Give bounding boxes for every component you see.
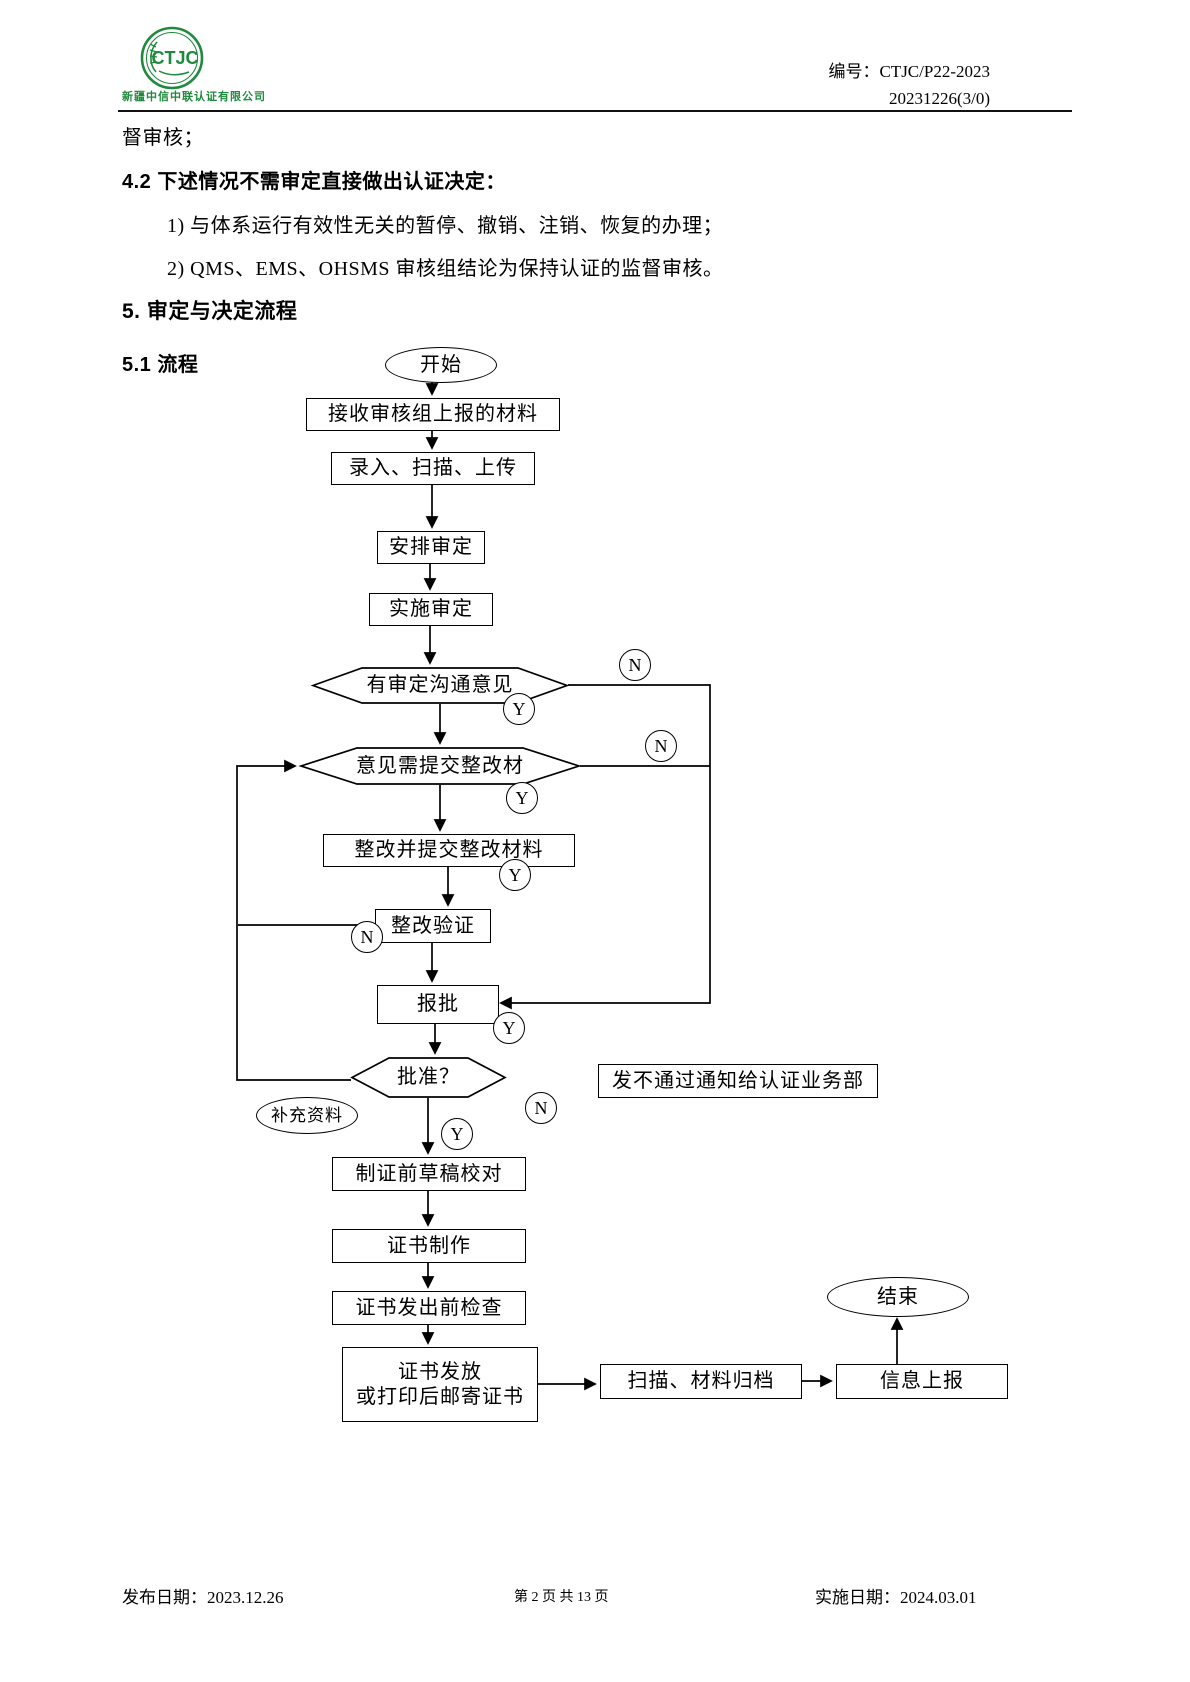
flow-node-end: 结束 [827,1277,969,1317]
hexagon-shape [298,747,582,785]
flow-node-submit-approval-label: 报批 [417,993,459,1015]
paragraph-continuation: 督审核； [122,127,204,149]
flow-node-arrange-review-label: 安排审定 [389,536,473,558]
flow-node-rectify-submit: 整改并提交整改材料 [323,834,575,867]
branch-yes-need-material: Y [506,782,538,814]
flow-node-supplement-material: 补充资料 [256,1097,358,1134]
branch-yes-verify: Y [493,1012,525,1044]
footer-page-number: 第 2 页 共 13 页 [514,1590,609,1605]
company-logo: CTJC [126,26,218,90]
doc-code-block: 编号：CTJC/P22-2023 20231226(3/0) [828,58,990,112]
flow-node-receive-materials-label: 接收审核组上报的材料 [328,403,538,425]
flow-node-certificate-check-label: 证书发出前检查 [355,1296,503,1319]
company-name: 新疆中信中联认证有限公司 [122,91,266,103]
flow-node-info-report-label: 信息上报 [880,1370,964,1392]
flow-node-draft-proofread-label: 制证前草稿校对 [355,1162,503,1185]
branch-no-approved: N [525,1092,557,1124]
flow-node-entry-scan-upload: 录入、扫描、上传 [331,452,535,485]
header-divider [118,110,1072,112]
flow-decision-approved: 批准？ [350,1057,507,1098]
flow-node-verify-rectification-label: 整改验证 [391,914,475,937]
section-5-1-heading: 5.1 流程 [122,354,199,376]
branch-yes-rectify: Y [499,859,531,891]
flow-node-info-report: 信息上报 [836,1364,1008,1399]
logo-emblem-icon: CTJC [140,26,204,90]
flow-node-certificate-make: 证书制作 [332,1229,526,1263]
flow-node-start: 开始 [385,347,497,383]
flow-node-receive-materials: 接收审核组上报的材料 [306,398,560,431]
doc-revision: 20231226(3/0) [888,89,990,108]
branch-yes-has-opinion: Y [503,693,535,725]
flow-node-certificate-issue: 证书发放 或打印后邮寄证书 [342,1347,538,1422]
flow-node-notify-fail: 发不通过通知给认证业务部 [598,1064,878,1098]
flow-node-end-label: 结束 [877,1285,919,1308]
flow-node-certificate-make-label: 证书制作 [387,1234,471,1257]
flow-node-certificate-issue-label: 证书发放 或打印后邮寄证书 [356,1360,524,1408]
hexagon-shape [310,667,570,704]
flow-node-scan-archive-label: 扫描、材料归档 [627,1370,775,1392]
branch-no-has-opinion: N [619,649,651,681]
flow-node-entry-scan-upload-label: 录入、扫描、上传 [349,457,517,479]
flow-node-supplement-material-label: 补充资料 [271,1105,343,1125]
doc-code: 编号：CTJC/P22-2023 [828,62,990,81]
branch-no-need-material: N [645,730,677,762]
footer-effective-date: 实施日期：2024.03.01 [815,1588,977,1607]
section-5-heading: 5. 审定与决定流程 [122,300,298,323]
flow-node-certificate-check: 证书发出前检查 [332,1291,526,1325]
list-item-1: 1) 与体系运行有效性无关的暂停、撤销、注销、恢复的办理； [167,215,724,237]
flow-node-submit-approval: 报批 [377,985,499,1024]
list-item-2: 2) QMS、EMS、OHSMS 审核组结论为保持认证的监督审核。 [167,258,724,280]
flow-node-implement-review: 实施审定 [369,593,493,626]
footer-publish-date: 发布日期：2023.12.26 [122,1588,284,1607]
flow-decision-need-material: 意见需提交整改材 [298,747,582,785]
branch-yes-approved: Y [441,1118,473,1150]
flow-decision-approved-label: 批准？ [397,1066,460,1088]
flow-decision-has-opinion-label: 有审定沟通意见 [366,674,514,696]
section-4-2-heading: 4.2 下述情况不需审定直接做出认证决定： [122,171,506,193]
branch-no-verify: N [351,921,383,953]
flow-node-notify-fail-label: 发不通过通知给认证业务部 [612,1069,864,1092]
flow-node-implement-review-label: 实施审定 [389,598,473,620]
flow-node-draft-proofread: 制证前草稿校对 [332,1157,526,1191]
flow-decision-need-material-label: 意见需提交整改材 [356,754,524,777]
flow-node-verify-rectification: 整改验证 [375,909,491,943]
hexagon-shape [350,1057,507,1098]
flow-node-scan-archive: 扫描、材料归档 [600,1364,802,1399]
flow-node-arrange-review: 安排审定 [377,531,485,564]
logo-text: CTJC [151,48,198,68]
flow-decision-has-opinion: 有审定沟通意见 [310,667,570,704]
flow-node-start-label: 开始 [420,353,462,376]
flow-node-rectify-submit-label: 整改并提交整改材料 [354,839,544,861]
